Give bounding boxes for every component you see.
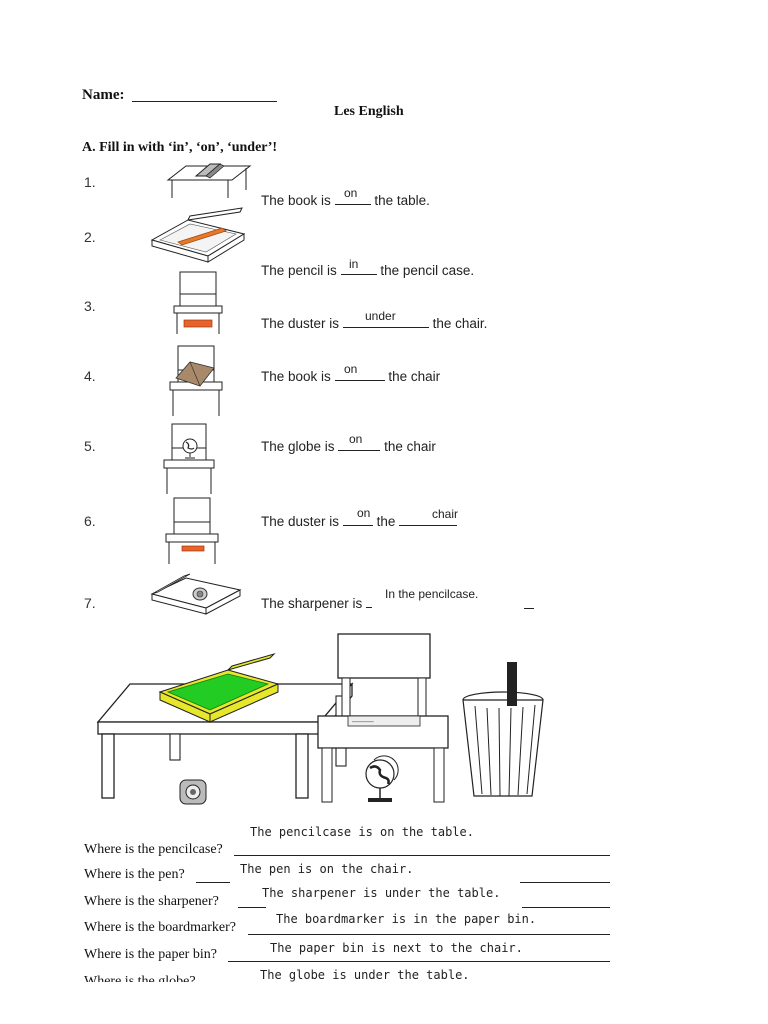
name-label: Name: [82, 87, 125, 103]
question-b1: Where is the pencilcase? [84, 842, 223, 857]
sharpener-in-pencil-case-image [150, 573, 242, 615]
duster-under-chair-image [173, 271, 223, 334]
answer-line[interactable] [522, 907, 610, 908]
sentence-5: The globe is the chair [261, 438, 436, 454]
globe-drawing [365, 755, 399, 802]
answer-7: In the pencilcase. [385, 587, 479, 601]
duster-on-chair-image [165, 497, 219, 564]
sentence-4: The book is the chair [261, 368, 441, 384]
answer-b3: The sharpener is under the table. [262, 886, 501, 900]
answer-1: on [344, 186, 358, 200]
book-on-chair-image [169, 345, 223, 416]
answer-5: on [349, 432, 363, 446]
sentence-2: The pencil is the pencil case. [261, 262, 475, 278]
item-number: 6. [84, 513, 96, 529]
item-number: 1. [84, 174, 96, 190]
table-with-book-image [166, 163, 252, 198]
answer-b1: The pencilcase is on the table. [250, 825, 474, 839]
answer-2: in [349, 257, 359, 271]
answer-blank[interactable] [342, 315, 429, 328]
section-a-instruction: A. Fill in with ‘in’, ‘on’, ‘under’! [82, 140, 278, 155]
answer-blank[interactable] [366, 595, 373, 608]
page-title: Les English [334, 104, 404, 119]
answer-line[interactable] [238, 907, 266, 908]
sharpener-drawing [179, 779, 207, 805]
answer-line[interactable] [248, 934, 610, 935]
answer-line[interactable] [234, 855, 610, 856]
answer-6: on [357, 506, 371, 520]
pencil-case-with-pencil-image [150, 207, 246, 263]
item-number: 5. [84, 438, 96, 454]
answer-3: under [365, 309, 396, 323]
answer-6b: chair [432, 507, 459, 521]
item-number: 4. [84, 368, 96, 384]
name-field-line[interactable] [132, 101, 277, 102]
item-number: 7. [84, 595, 96, 611]
answer-blank[interactable] [334, 192, 371, 205]
answer-blank-end[interactable] [524, 608, 534, 609]
sentence-7: The sharpener is [261, 595, 373, 611]
sentence-6: The duster is the [261, 513, 458, 529]
item-number: 3. [84, 298, 96, 314]
globe-on-chair-image [163, 423, 215, 494]
green-pencil-case-drawing [158, 652, 280, 723]
question-b5: Where is the paper bin? [84, 947, 217, 962]
question-b2: Where is the pen? [84, 867, 185, 882]
answer-b2: The pen is on the chair. [240, 862, 414, 876]
ruler-marks: ────── [351, 719, 374, 726]
answer-line[interactable] [520, 882, 610, 883]
paper-bin-drawing [462, 662, 544, 797]
question-b4: Where is the boardmarker? [84, 920, 236, 935]
answer-blank[interactable] [334, 368, 385, 381]
answer-b6: The globe is under the table. [260, 968, 470, 982]
answer-line[interactable] [196, 882, 230, 883]
answer-blank[interactable] [342, 513, 373, 526]
answer-blank[interactable] [338, 438, 381, 451]
classroom-scene-image: ────── [96, 633, 544, 805]
answer-blank[interactable] [340, 262, 377, 275]
answer-b4: The boardmarker is in the paper bin. [276, 912, 537, 926]
answer-b5: The paper bin is next to the chair. [270, 941, 523, 955]
sentence-3: The duster is the chair. [261, 315, 488, 331]
chair-drawing: ────── [317, 633, 449, 803]
answer-line[interactable] [228, 961, 610, 962]
question-b6-clip: Where is the globe? [84, 974, 244, 982]
answer-blank-2[interactable] [399, 513, 458, 526]
question-b3: Where is the sharpener? [84, 894, 219, 909]
item-number: 2. [84, 229, 96, 245]
answer-4: on [344, 362, 358, 376]
question-b6: Where is the globe? [84, 974, 196, 982]
sentence-1: The book is the table. [261, 192, 430, 208]
